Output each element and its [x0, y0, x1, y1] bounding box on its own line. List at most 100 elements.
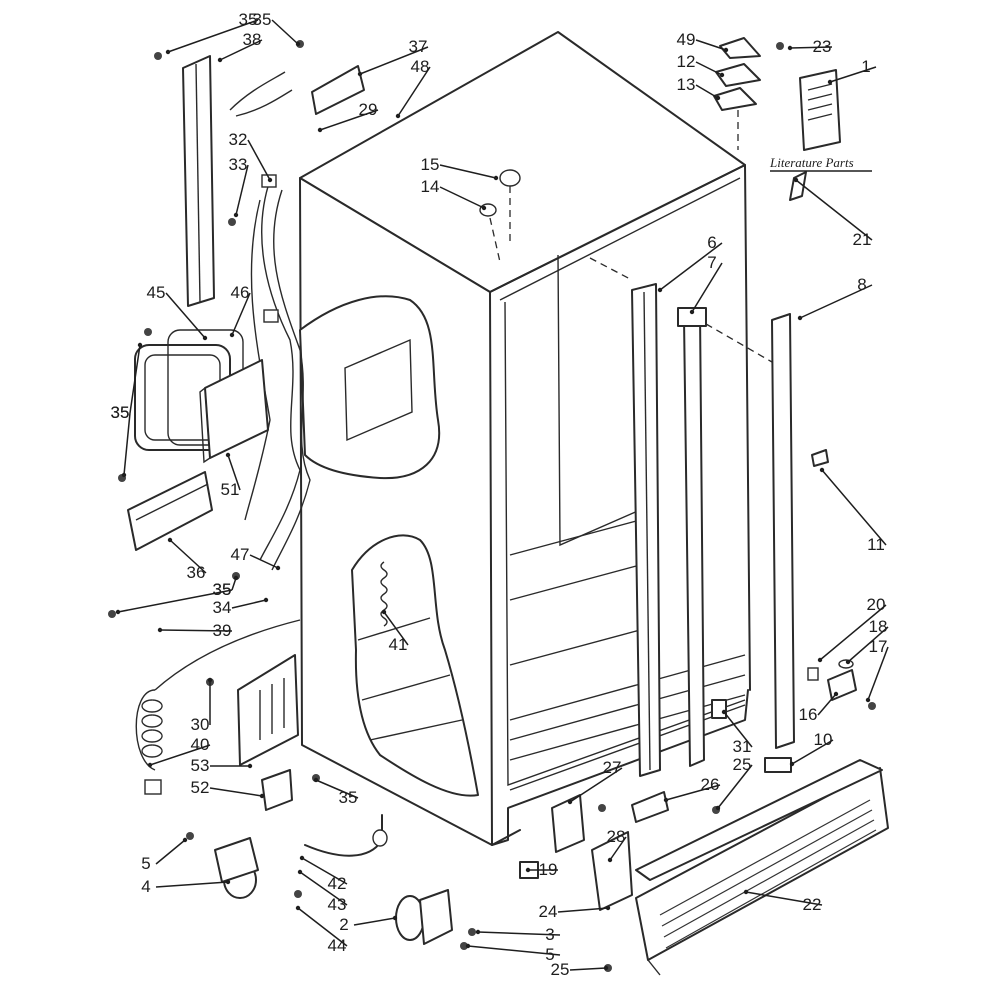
callout-leader [155, 881, 229, 888]
callout-leader [271, 19, 299, 45]
callout-label-c35e: 35 [213, 580, 232, 599]
callout-leader [467, 945, 561, 956]
callout-label-c11: 11 [867, 535, 885, 554]
callout-arrowhead [225, 452, 231, 458]
callout-label-c40: 40 [191, 735, 210, 754]
callout-leader [695, 39, 727, 51]
callout-arrowhead [392, 915, 398, 921]
callout-arrowhead [233, 575, 239, 581]
callout-leader [315, 779, 359, 799]
callout-leader [795, 179, 873, 241]
callout-leader [695, 84, 719, 99]
callout-arrowhead [295, 905, 301, 911]
callout-leader [219, 39, 263, 61]
callout-arrowhead [525, 867, 531, 873]
callout-leader [557, 907, 609, 913]
water-tube-42 [304, 814, 388, 857]
callout-label-c17: 17 [869, 637, 888, 656]
callout-leader [167, 19, 259, 53]
callout-leader [817, 693, 837, 716]
callout-leader [249, 554, 279, 569]
callout-arrowhead [357, 71, 363, 77]
callout-label-c31: 31 [733, 737, 752, 756]
callout-label-c33: 33 [229, 155, 248, 174]
callout-arrowhead [267, 177, 273, 183]
callout-arrowhead [743, 889, 749, 895]
callout-label-c19: 19 [539, 860, 558, 879]
callout-leader [791, 739, 834, 765]
callout-leader [299, 871, 348, 906]
bracket-37 [311, 65, 365, 115]
callout-arrowhead [465, 943, 471, 949]
callout-arrowhead [395, 113, 401, 119]
callout-leader [723, 711, 753, 748]
callout-label-c49: 49 [677, 30, 696, 49]
callout-arrowhead [259, 793, 265, 799]
callout-label-c13: 13 [677, 75, 696, 94]
callout-label-c25a: 25 [551, 960, 570, 979]
callout-label-c52: 52 [191, 778, 210, 797]
callout-label-c51: 51 [221, 480, 240, 499]
callout-leader [609, 836, 627, 861]
callout-arrowhead [819, 467, 825, 473]
callout-label-c4: 4 [141, 877, 150, 896]
callout-label-c38: 38 [243, 30, 262, 49]
callout-leader [149, 744, 211, 766]
callout-label-c42: 42 [328, 874, 347, 893]
callout-leader [159, 629, 233, 632]
callout-label-c47: 47 [231, 545, 250, 564]
callout-label-c16: 16 [799, 705, 818, 724]
callout-label-c15: 15 [421, 155, 440, 174]
callout-leader [569, 767, 623, 803]
callout-leader [717, 764, 753, 809]
callout-arrowhead [723, 47, 729, 53]
cover-36 [127, 471, 213, 551]
callout-arrowhead [603, 965, 609, 971]
literature-booklet-1 [799, 69, 841, 151]
hinge-2 [395, 889, 453, 945]
callout-label-c22: 22 [803, 895, 822, 914]
callout-arrowhead [115, 609, 121, 615]
callout-arrowhead [317, 127, 323, 133]
callout-arrowhead [217, 57, 223, 63]
callout-leader [353, 917, 396, 926]
callout-label-c24: 24 [539, 902, 558, 921]
callout-arrowhead [167, 537, 173, 543]
callout-arrowhead [833, 691, 839, 697]
callout-label-c26: 26 [701, 775, 720, 794]
callout-label-c5b: 5 [545, 945, 554, 964]
callout-label-c30: 30 [191, 715, 210, 734]
callout-leader [867, 646, 889, 701]
callout-label-c2: 2 [339, 915, 348, 934]
callout-leader [155, 839, 186, 865]
callout-arrowhead [715, 805, 721, 811]
callout-label-c35a: 35 [239, 10, 258, 29]
callout-label-c53: 53 [191, 756, 210, 775]
cabinet [299, 31, 751, 846]
callout-leader [297, 907, 348, 947]
callout-label-c39: 39 [213, 621, 232, 640]
callout-leader [569, 967, 607, 971]
callout-arrowhead [165, 49, 171, 55]
callout-arrowhead [689, 309, 695, 315]
callout-arrowhead [721, 709, 727, 715]
callout-label-c36: 36 [187, 563, 206, 582]
leveling-roller-4 [214, 837, 259, 899]
callout-leader [665, 784, 721, 801]
clips [519, 659, 857, 879]
callout-arrowhead [797, 315, 803, 321]
control-box-30 [237, 654, 299, 766]
callout-label-c29: 29 [359, 100, 378, 119]
callout-label-c20: 20 [867, 595, 886, 614]
callout-label-c1: 1 [861, 57, 870, 76]
callout-arrowhead [793, 177, 799, 183]
callout-label-c35f: 35 [213, 580, 232, 599]
callout-leader [247, 139, 271, 181]
callout-label-c45: 45 [147, 283, 166, 302]
callout-arrowhead [313, 777, 319, 783]
callout-leader [301, 857, 348, 885]
door-strips [589, 257, 795, 777]
callout-leader [169, 539, 207, 574]
callout-arrowhead [787, 45, 793, 51]
callout-leader [129, 344, 141, 414]
